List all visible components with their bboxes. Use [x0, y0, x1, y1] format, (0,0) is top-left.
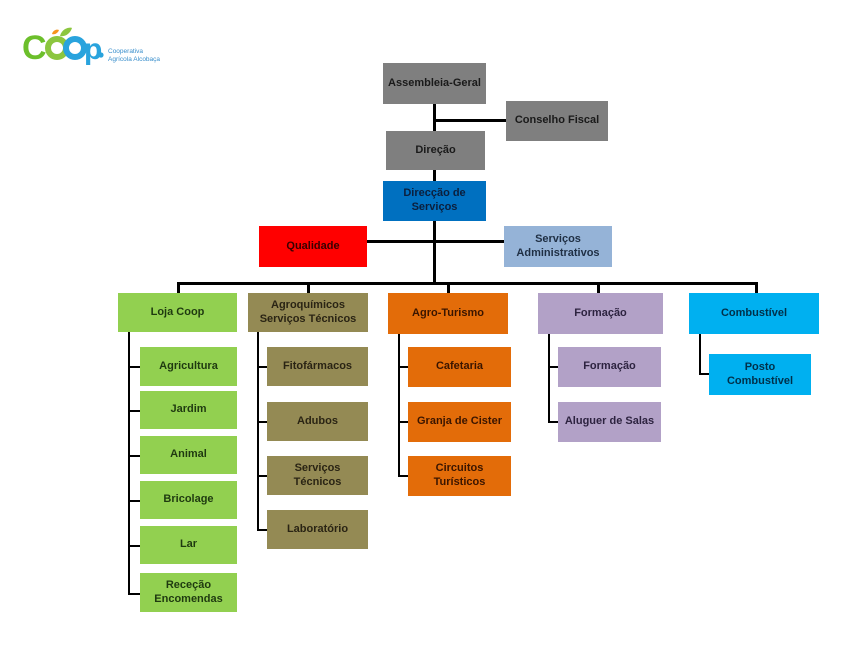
node-formacao: Formação	[538, 293, 663, 334]
node-loja-coop: Loja Coop	[118, 293, 237, 332]
node-lar: Lar	[140, 526, 237, 564]
node-formacao-sub: Formação	[558, 347, 661, 387]
coop-logo: C p Cooperativa Agrícola Alcobaça	[22, 27, 160, 67]
connector-drop-turismo	[447, 282, 450, 293]
node-granja-de-cister: Granja de Cister	[408, 402, 511, 442]
node-combustivel: Combustível	[689, 293, 819, 334]
tick-loja-6	[128, 593, 140, 595]
tick-agro-1	[257, 366, 267, 368]
node-servicos-administrativos: Serviços Administrativos	[504, 226, 612, 267]
tick-formacao-2	[548, 421, 558, 423]
tick-agro-2	[257, 421, 267, 423]
node-assembleia-geral: Assembleia-Geral	[383, 63, 486, 104]
connector-col-turismo	[398, 334, 400, 477]
connector-staff-bar	[367, 240, 504, 243]
svg-text:C: C	[22, 29, 46, 67]
tick-loja-4	[128, 500, 140, 502]
tick-loja-3	[128, 455, 140, 457]
connector-direcao-servicos	[433, 170, 436, 181]
svg-text:Cooperativa: Cooperativa	[108, 48, 143, 55]
svg-text:p: p	[84, 33, 102, 66]
connector-drop-formacao	[597, 282, 600, 293]
connector-col-agro	[257, 332, 259, 531]
tick-turismo-3	[398, 475, 408, 477]
node-qualidade: Qualidade	[259, 226, 367, 267]
node-direcao: Direção	[386, 131, 485, 170]
tick-formacao-1	[548, 366, 558, 368]
connector-drop-loja	[177, 282, 180, 293]
connector-col-formacao	[548, 334, 550, 423]
tick-loja-1	[128, 366, 140, 368]
tick-turismo-1	[398, 366, 408, 368]
connector-drop-agro	[307, 282, 310, 293]
tick-turismo-2	[398, 421, 408, 423]
tick-combustivel-1	[699, 373, 709, 375]
node-agro-turismo: Agro-Turismo	[388, 293, 508, 334]
node-cafetaria: Cafetaria	[408, 347, 511, 387]
node-animal: Animal	[140, 436, 237, 474]
connector-col-combustivel	[699, 334, 701, 375]
connector-horizontal-bar	[177, 282, 758, 285]
node-fitofarmacos: Fitofármacos	[267, 347, 368, 386]
tick-loja-5	[128, 545, 140, 547]
node-agricultura: Agricultura	[140, 347, 237, 386]
connector-servicos-trunk	[433, 221, 436, 285]
node-servicos-tecnicos: Serviços Técnicos	[267, 456, 368, 495]
connector-conselho-fiscal	[434, 119, 506, 122]
connector-drop-combustivel	[755, 282, 758, 293]
tick-loja-2	[128, 410, 140, 412]
node-bricolage: Bricolage	[140, 481, 237, 519]
node-jardim: Jardim	[140, 391, 237, 429]
connector-col-loja	[128, 332, 130, 595]
node-posto-combustivel: Posto Combustível	[709, 354, 811, 395]
leaf-icon	[60, 27, 72, 37]
tick-agro-4	[257, 529, 267, 531]
node-laboratorio: Laboratório	[267, 510, 368, 549]
node-conselho-fiscal: Conselho Fiscal	[506, 101, 608, 141]
node-adubos: Adubos	[267, 402, 368, 441]
node-agroquimicos: Agroquímicos Serviços Técnicos	[248, 293, 368, 332]
node-rececao-encomendas: Receção Encomendas	[140, 573, 237, 612]
logo-o-blue	[63, 36, 87, 60]
svg-text:Agrícola Alcobaça: Agrícola Alcobaça	[108, 56, 160, 63]
tick-agro-3	[257, 475, 267, 477]
node-aluguer-de-salas: Aluguer de Salas	[558, 402, 661, 442]
node-direccao-servicos: Direcção de Serviços	[383, 181, 486, 221]
node-circuitos-turisticos: Circuitos Turísticos	[408, 456, 511, 496]
connector-assembleia-direcao	[433, 104, 436, 131]
